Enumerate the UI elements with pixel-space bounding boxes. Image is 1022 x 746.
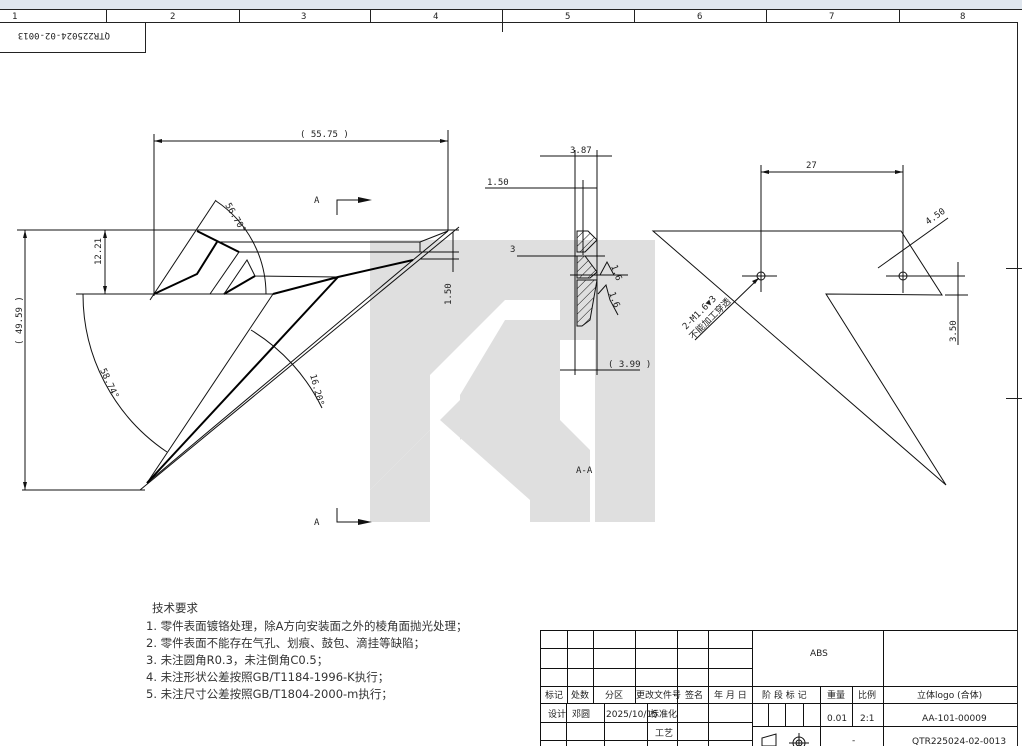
corner-code-box: QTR225024-02-0013 [0,22,146,53]
title-block: 标记 处数 分区 更改文件号 签名 年 月 日 设计 邓圆 2025/10/15… [540,630,1017,746]
front-view: ( 55.75 ) ( 49.59 ) 12.21 1.50 56.70° 58… [15,130,460,528]
dim-3-87: 3.87 [570,146,592,156]
dim-3: 3 [510,245,515,255]
tech-item: 5. 未注尺寸公差按照GB/T1804-2000-m执行； [146,687,393,701]
header-count: 处数 [571,689,589,701]
tech-title: 技术要求 [152,601,198,615]
section-mark-bottom: A [314,518,320,528]
dim-1-50: 1.50 [487,178,509,188]
material: ABS [810,649,828,659]
design-label: 设计 [548,708,566,720]
dim-12-21: 12.21 [94,238,104,265]
zone-5: 5 [565,12,570,22]
tech-item: 4. 未注形状公差按照GB/T1184-1996-K执行； [146,670,389,684]
dim-height: ( 49.59 ) [15,296,25,345]
zone-1: 1 [12,12,17,22]
dim-width: ( 55.75 ) [300,130,349,140]
process-label: 工艺 [655,728,673,739]
tech-item: 3. 未注圆角R0.3，未注倒角C0.5； [146,653,328,667]
standardization-label: 标准化 [650,708,677,720]
corner-code: QTR225024-02-0013 [18,30,110,40]
header-change-doc: 更改文件号 [636,689,681,701]
zone-8: 8 [960,12,965,22]
weight-value: 0.01 [827,714,847,724]
zone-4: 4 [433,12,438,22]
projection-symbol-icon [761,733,809,746]
angle-right: 16.20° [307,373,325,407]
sheet-dash: - [852,736,855,746]
dim-4-50: 4.50 [924,207,948,228]
design-date: 2025/10/15 [606,710,658,720]
header-mark: 标记 [545,689,563,701]
zone-2: 2 [170,12,175,22]
header-zone: 分区 [605,690,623,701]
header-date: 年 月 日 [714,689,747,701]
zone-6: 6 [697,12,702,22]
dim-3-50: 3.50 [949,320,959,342]
zone-3: 3 [301,12,306,22]
weight-label: 重量 [827,689,845,701]
dim-27: 27 [806,161,817,171]
dim-1-50: 1.50 [444,283,454,305]
scale-value: 2:1 [860,714,874,724]
tech-item: 1. 零件表面镀铬处理，除A方向安装面之外的棱角面抛光处理； [146,619,468,633]
dim-3-99: ( 3.99 ) [608,360,651,370]
watermark-logo [370,240,655,522]
section-title: A-A [576,466,593,476]
side-view: 27 4.50 3.50 2-M1.6▼3 不能加工穿透 [651,161,968,486]
frame [0,9,1022,746]
scale-label: 比例 [858,689,876,701]
section-mark-top: A [314,196,320,206]
zone-labels: 1 2 3 4 5 6 7 8 [12,12,965,22]
designer: 邓圆 [572,709,590,720]
angle-left: 58.74° [97,367,120,401]
window-top-bar [0,0,1022,9]
part-number: AA-101-00009 [922,714,987,724]
drawing-number: QTR225024-02-0013 [912,737,1006,746]
technical-requirements: 技术要求 1. 零件表面镀铬处理，除A方向安装面之外的棱角面抛光处理； 2. 零… [146,601,468,701]
stage-mark-label: 阶 段 标 记 [762,689,807,701]
tech-item: 2. 零件表面不能存在气孔、划痕、鼓包、滴挂等缺陷； [146,636,425,650]
header-sign: 签名 [685,689,703,701]
zone-7: 7 [829,12,834,22]
part-name: 立体logo (合体) [917,689,982,701]
